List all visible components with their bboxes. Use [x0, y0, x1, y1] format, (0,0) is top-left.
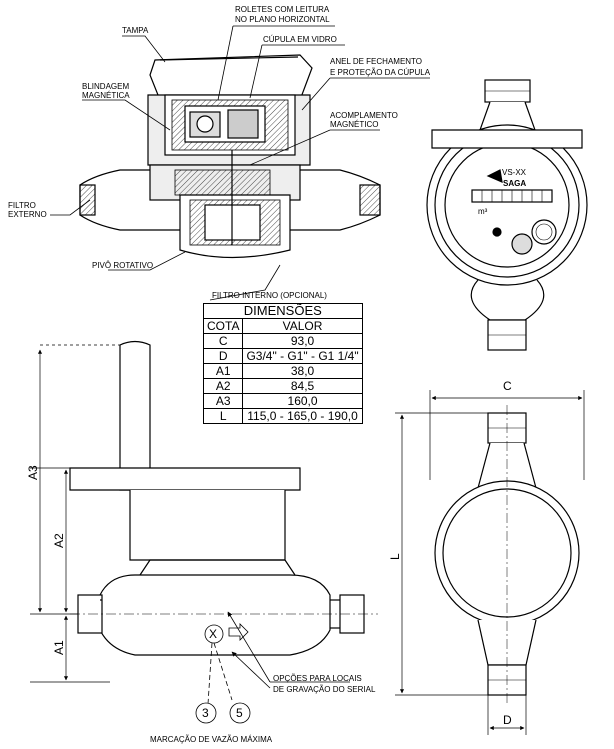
dim-label-c: C [503, 379, 512, 393]
label-anel-1: ANEL DE FECHAMENTO [330, 57, 422, 66]
cota-cell: L [202, 408, 244, 424]
valor-cell: 115,0 - 165,0 - 190,0 [242, 408, 363, 424]
table-row: A3 160,0 [202, 393, 363, 409]
table-row: A1 38,0 [202, 363, 363, 379]
dial-unit: m³ [478, 207, 488, 216]
cutaway-leaders [50, 25, 430, 301]
valor-cell: 84,5 [242, 378, 363, 394]
label-filtro-externo-1: FILTRO [8, 201, 36, 210]
label-tampa: TAMPA [122, 26, 149, 35]
circle-5-label: 5 [236, 706, 243, 720]
dim-label-d: D [503, 713, 512, 727]
valor-cell: 38,0 [242, 363, 363, 379]
label-blindagem-1: BLINDAGEM [82, 82, 129, 91]
header-valor: VALOR [242, 318, 363, 334]
cota-cell: C [202, 333, 244, 349]
label-cupula: CÚPULA EM VIDRO [263, 35, 337, 44]
label-acoplamento-2: MAGNÉTICO [330, 120, 378, 129]
table-row: D G3/4" - G1" - G1 1/4" [202, 348, 363, 364]
cota-cell: A1 [202, 363, 244, 379]
label-opcoes-1: OPÇÕES PARA LOCAIS [273, 674, 362, 683]
header-cota: COTA [202, 318, 244, 334]
table-row: C 93,0 [202, 333, 363, 349]
serial-markings [195, 611, 350, 724]
dimensions-table: DIMENSÕES COTA VALOR C 93,0 D G3/4" - G1… [202, 303, 363, 424]
cutaway-view [79, 54, 381, 259]
label-filtro-externo-2: EXTERNO [8, 210, 47, 219]
dim-label-l: L [388, 553, 402, 560]
label-anel-2: E PROTEÇÃO DA CÚPULA [330, 68, 431, 77]
label-pivo: PIVÔ ROTATIVO [92, 261, 153, 270]
valor-cell: 160,0 [242, 393, 363, 409]
label-marcacao: MARCAÇÃO DE VAZÃO MÁXIMA [150, 735, 273, 744]
dimensions-table-title: DIMENSÕES [203, 303, 363, 319]
table-row: L 115,0 - 165,0 - 190,0 [202, 408, 363, 424]
x-mark-label: X [209, 627, 217, 641]
label-roletes-1: ROLETES COM LEITURA [235, 5, 330, 14]
circle-3-label: 3 [202, 706, 209, 720]
label-acoplamento-1: ACOMPLAMENTO [330, 111, 398, 120]
meter-top-view [426, 79, 588, 351]
front-dimensions [30, 344, 120, 683]
valor-cell: 93,0 [242, 333, 363, 349]
dial-model: VS-XX [502, 168, 527, 177]
dim-label-a1: A1 [52, 640, 66, 655]
table-row: A2 84,5 [202, 378, 363, 394]
cota-cell: A3 [202, 393, 244, 409]
side-dimensions [395, 390, 585, 735]
dim-label-a3: A3 [26, 465, 40, 480]
valor-cell: G3/4" - G1" - G1 1/4" [242, 348, 363, 364]
cota-cell: D [202, 348, 244, 364]
dim-label-a2: A2 [52, 533, 66, 548]
meter-front-view [69, 340, 365, 656]
label-filtro-interno: FILTRO INTERNO (OPCIONAL) [212, 291, 327, 300]
label-opcoes-2: DE GRAVAÇÃO DO SERIAL [273, 685, 376, 694]
dial-brand: SAGA [503, 179, 526, 188]
cota-cell: A2 [202, 378, 244, 394]
label-blindagem-2: MAGNÉTICA [82, 91, 130, 100]
label-roletes-2: NO PLANO HORIZONTAL [235, 15, 330, 24]
